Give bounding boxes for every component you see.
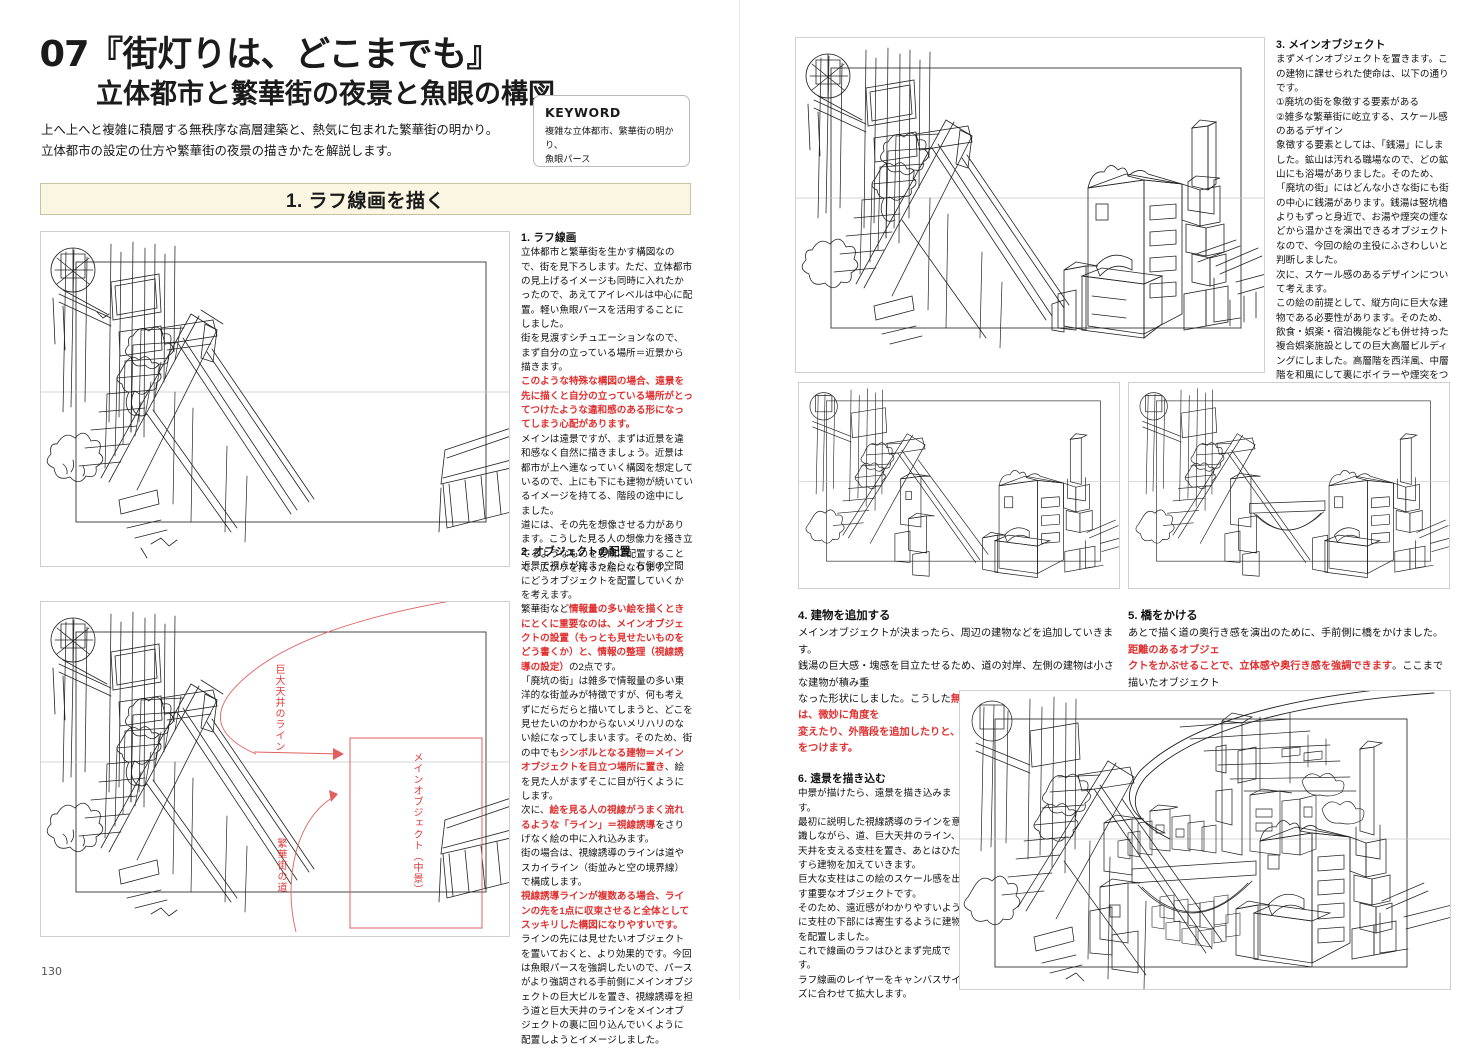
illustration-main-object xyxy=(795,37,1265,373)
left-text-block-2: 2. オブジェクトの配置 近景で視点が定まったら、右側の空間にどうオブジェクトを… xyxy=(521,545,693,1048)
right-block5-line-1-highlight: 距離のあるオブジェ xyxy=(1128,644,1220,656)
far-view-svg xyxy=(960,691,1450,989)
main-object-svg xyxy=(796,47,1264,349)
right-block5-line-2: クトをかぶせることで、立体感や奥行き感を強調できます。ここまで描いたオブジェクト xyxy=(1128,659,1450,692)
chapter-heading: 07『街灯りは、どこまでも』 立体都市と繁華街の夜景と魚眼の構図 xyxy=(40,34,560,111)
left-block2-para-2-pre: 繁華街など xyxy=(521,604,569,616)
lead-line-2: 立体都市の設定の仕方や繁華街の夜景の描きかたを解説します。 xyxy=(41,144,400,158)
illustration-buildings-added xyxy=(798,382,1120,589)
right-block6-para-2: 最初に説明した視線誘導のラインを意識しながら、道、巨大天井のライン、天井を支える… xyxy=(798,817,962,872)
left-block2-para-3-highlight: シンボルとなる建物＝メインオブジェクトを目立つ場所に置き xyxy=(521,747,684,774)
left-block2-para-5: 街の場合は、視線誘導のラインは道やスカイライン（街並みと空の境界線）で構成します… xyxy=(521,848,685,888)
right-text-block-4: 4. 建物を追加する メインオブジェクトが決まったら、周辺の建物などを追加してい… xyxy=(798,608,1118,758)
guide-lines-red xyxy=(220,602,483,933)
left-block2-para-1: 近景で視点が定まったら、右側の空間にどうオブジェクトを配置していくかを考えます。 xyxy=(521,561,684,602)
annotation-downtown-road: 繁華街の道 xyxy=(275,838,286,893)
right-block4-line-4-highlight: 変えたり、外階段を追加したりと、とにかく単調にならないように気をつけます。 xyxy=(798,726,1113,755)
keyword-line-2: 魚眼パース xyxy=(545,154,591,164)
chapter-title-text: 『街灯りは、どこまでも』 xyxy=(88,35,502,74)
right-block3-para-4: 象徴する要素としては、「銭湯」にしました。鉱山は汚れる職場なので、どの鉱山にも浴… xyxy=(1276,140,1449,267)
left-block2-para-6-highlight: 視線誘導ラインが複数ある場合、ラインの先を1点に収束させると全体としてスッキリし… xyxy=(521,891,690,931)
annotation-main-object: メインオブジェクト（中景） xyxy=(411,752,422,895)
left-block1-para-3-highlight: このような特殊な構図の場合、遠景を先に描くと自分の立っている場所がとってつけたよ… xyxy=(521,376,693,431)
page-number: 130 xyxy=(41,965,62,978)
left-block2-heading: 2. オブジェクトの配置 xyxy=(521,546,631,558)
left-block1-para-5: 道には、その先を想像させる力があります。こうした見る人の想像力を掻き立てるような… xyxy=(521,519,693,574)
right-block5-line-2-post: 。ここまで描いたオブジェクト xyxy=(1128,661,1444,689)
left-block2-para-2: 繁華街など情報量の多い絵を描くときにとくに重要なのは、メインオブジェクトの設置（… xyxy=(521,603,693,675)
rough-sketch-stairs-svg xyxy=(41,241,509,559)
left-block2-para-2-tail: の2点です。 xyxy=(568,661,622,673)
left-text-block-1: 1. ラフ線画 立体都市と繁華街を生かす構図なので、街を見下ろします。ただ、立体… xyxy=(521,231,693,576)
annotation-ceiling-line: 巨大天井のライン xyxy=(273,664,284,752)
right-block3-heading: 3. メインオブジェクト xyxy=(1276,39,1386,51)
right-block5-line-1: あとで描く道の奥行き感を演出のために、手前側に橋をかけました。距離のあるオブジェ xyxy=(1128,626,1450,659)
left-block1-heading: 1. ラフ線画 xyxy=(521,232,577,244)
right-block4-line-2: 銭湯の巨大感・塊感を目立たせるため、道の対岸、左側の建物は小さな建物が積み重 xyxy=(798,661,1114,689)
left-page: 07『街灯りは、どこまでも』 立体都市と繁華街の夜景と魚眼の構図 上へ上へと複雑… xyxy=(0,0,739,1046)
right-page: 3. メインオブジェクト まずメインオブジェクトを置きます。この建物に課せられた… xyxy=(740,0,1479,1000)
left-block2-para-2-highlight: 情報量の多い絵を描くときにとくに重要なのは、メインオブジェクトの設置（もっとも見… xyxy=(521,604,685,673)
lead-paragraph: 上へ上へと複雑に積層する無秩序な高層建築と、熱気に包まれた繁華街の明かり。 立体… xyxy=(41,120,541,162)
left-block1-para-4: メインは遠景ですが、まずは近景を違和感なく自然に描きましょう。近景は都市が上へ連… xyxy=(521,433,694,517)
right-block4-heading: 4. 建物を追加する xyxy=(798,610,891,622)
illustration-bridge-added xyxy=(1128,382,1450,589)
left-block2-para-3-tail: 、絵を見た人がまずそこに目が行くようにします。 xyxy=(521,762,685,802)
chapter-subtitle: 立体都市と繁華街の夜景と魚眼の構図 xyxy=(96,79,555,109)
keyword-line-1: 複雑な立体都市、繁華街の明かり、 xyxy=(545,126,674,150)
left-block2-para-4-pre: 次に、 xyxy=(521,805,550,817)
illustration-top-left xyxy=(40,231,510,567)
bridge-added-svg xyxy=(1129,388,1449,579)
right-block3-para-3: ②雑多な繁華街に屹立する、スケール感のあるデザイン xyxy=(1276,111,1448,138)
left-block2-para-3: 「廃坑の街」は雑多で情報量の多い東洋的な街並みが特徴ですが、何も考えずにだらだら… xyxy=(521,675,693,804)
chapter-title-line1: 07『街灯りは、どこまでも』 xyxy=(40,34,560,76)
left-block2-para-7: ラインの先には見せたいオブジェクトを置いておくと、より効果的です。今回は魚眼パー… xyxy=(521,934,694,1046)
right-block6-heading: 6. 遠景を描き込む xyxy=(798,773,886,785)
rough-sketch-guides-svg xyxy=(41,602,509,933)
section-band-1: 1. ラフ線画を描く xyxy=(40,183,691,215)
right-block6-para-6: ラフ線画のレイヤーをキャンバスサイズに合わせて拡大します。 xyxy=(798,974,961,1001)
left-block2-para-4-tail: をさりげなく絵の中に入れ込みます。 xyxy=(521,819,685,845)
right-block5-line-2-highlight: クトをかぶせることで、立体感や奥行き感を強調できます xyxy=(1128,661,1393,673)
right-block4-line-3-pre: なった形状にしました。こうした xyxy=(798,694,951,706)
left-block2-para-3-pre: 「廃坑の街」は雑多で情報量の多い東洋的な街並みが特徴ですが、何も考えずにだらだら… xyxy=(521,676,693,759)
right-block5-line-1-pre: あとで描く道の奥行き感を演出のために、手前側に橋をかけました。 xyxy=(1128,628,1444,640)
right-text-block-6: 6. 遠景を描き込む 中景が描けたら、遠景を描き込みます。 最初に説明した視線誘… xyxy=(798,772,966,1003)
right-block4-line-1: メインオブジェクトが決まったら、周辺の建物などを追加していきます。 xyxy=(798,628,1114,656)
right-block6-para-3: 巨大な支柱はこの絵のスケール感を出す重要なオブジェクトです。 xyxy=(798,874,962,900)
keyword-label: KEYWORD xyxy=(545,105,621,120)
buildings-added-svg xyxy=(799,388,1119,579)
left-block1-para-1: 立体都市と繁華街を生かす構図なので、街を見下ろします。ただ、立体都市の見上げるイ… xyxy=(521,247,693,331)
lead-line-1: 上へ上へと複雑に積層する無秩序な高層建築と、熱気に包まれた繁華街の明かり。 xyxy=(41,123,499,137)
right-block3-para-2: ①廃坑の街を象徴する要素がある xyxy=(1276,97,1419,109)
illustration-far-view xyxy=(959,690,1451,990)
left-block1-para-2: 街を見渡すシチュエーションなので、まず自分の立っている場所＝近景から描きます。 xyxy=(521,333,684,374)
page-gutter xyxy=(739,0,740,1000)
illustration-bottom-left: 巨大天井のライン メインオブジェクト（中景） 繁華街の道 xyxy=(40,601,510,937)
left-block2-para-4: 次に、絵を見る人の視線がうまく流れるような「ライン」＝視線誘導をさりげなく絵の中… xyxy=(521,804,693,847)
keyword-box: KEYWORD 複雑な立体都市、繁華街の明かり、 魚眼パース xyxy=(533,95,690,167)
left-block2-para-4-highlight: 絵を見る人の視線がうまく流れるような「ライン」＝視線誘導 xyxy=(521,805,684,831)
right-block6-para-4: そのため、遠近感がわかりやすいように支柱の下部には寄生するように建物を配置しまし… xyxy=(798,903,962,943)
right-block6-para-5: これで線画のラフはひとまず完成です。 xyxy=(798,946,951,972)
right-block3-para-1: まずメインオブジェクトを置きます。この建物に課せられた使命は、以下の通りです。 xyxy=(1276,54,1449,95)
right-block6-para-1: 中景が描けたら、遠景を描き込みます。 xyxy=(798,788,952,814)
right-block3-para-5: 次に、スケール感のあるデザインについて考えます。 xyxy=(1276,269,1449,295)
right-block5-heading: 5. 橋をかける xyxy=(1128,610,1198,622)
chapter-number: 07 xyxy=(39,34,90,75)
